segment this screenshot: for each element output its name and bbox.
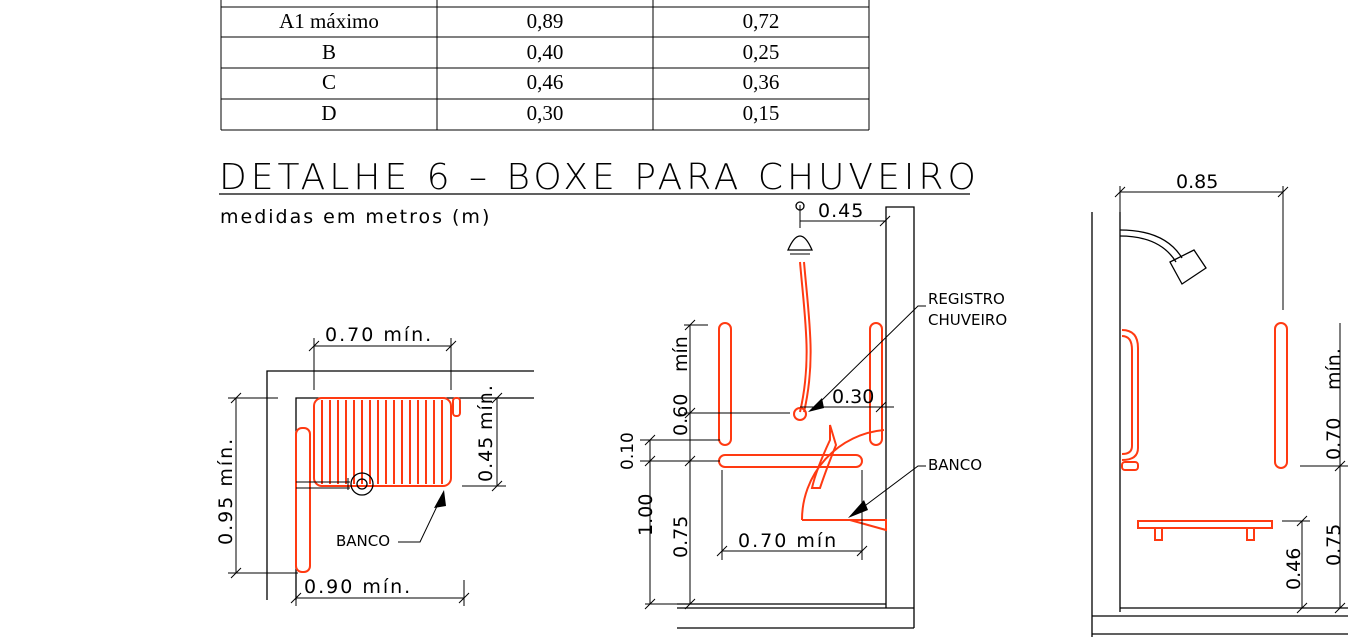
leader-arrow [848,500,868,518]
dim-label: 0.90 mín. [304,576,412,598]
table-cell-value: 0,72 [743,9,780,33]
dim-label: 1.00 [635,494,657,536]
dim-label: mín. [1323,348,1345,390]
dim-label: 0.95 mín. [215,437,237,545]
detail-title: DETALHE 6 – BOXE PARA CHUVEIRO [219,157,980,198]
table-cell-label: C [322,70,336,94]
dim-label: 0.30 [832,386,874,408]
front-elevation: 0.85 0.70 mín. 0.75 0.46 [1091,171,1348,637]
table-cell-value: 0,25 [743,40,780,64]
bench-front [1137,520,1273,529]
dim-label: mín [670,336,692,372]
grab-bar-horizontal [718,454,863,468]
dim-label: 0.75 [1323,524,1345,566]
detail-subtitle: medidas em metros (m) [220,206,491,228]
dim-label: 0.70 mín. [325,324,433,346]
label-registro: REGISTRO [928,290,1005,308]
side-elevation: 0.60 mín 0.10 1.00 0.75 0.70 mín 0.45 0.… [618,200,1007,629]
dim-label: 0.46 [1283,548,1305,590]
table-cell-label: A1 máximo [279,9,379,33]
bench-plan [313,397,452,487]
table-cell-label: D [321,101,336,125]
grab-bar-plan [295,427,311,573]
label-banco: BANCO [336,532,390,550]
dim-label: 0.75 [670,516,692,558]
grab-bar-vertical [869,322,883,446]
leader-arrow [434,490,446,508]
label-chuveiro: CHUVEIRO [928,311,1007,329]
leader-arrow [808,398,824,412]
dim-label: 0.45 [475,436,497,482]
grab-bar-vertical [1121,329,1139,461]
dim-label: 0.70 [1323,418,1345,460]
table-cell-value: 0,15 [743,101,780,125]
plan-view: 0.70 mín. 0.95 mín. 0.45 mín. 0.90 mín. … [215,324,534,606]
table-cell-value: 0,36 [743,70,780,94]
grab-bar-vertical [1274,322,1288,469]
shower-head-icon [787,235,813,251]
dimension-table: A1 máximo 0,89 0,72 B 0,40 0,25 C 0,46 0… [220,0,870,131]
table-cell-value: 0,40 [527,40,564,64]
grab-bar-vertical [718,322,732,446]
bench-swing-arc [800,429,885,521]
shower-head-icon [1169,249,1207,285]
dim-label: 0.10 [618,432,638,470]
dim-label: 0.60 [670,394,692,436]
dim-label: mín. [475,384,497,430]
label-banco: BANCO [928,456,982,474]
table-cell-value: 0,46 [527,70,564,94]
dim-label: 0.45 [818,200,864,222]
table-cell-value: 0,89 [527,9,564,33]
dim-label: 0.70 mín [738,530,838,552]
valve-icon [793,407,807,421]
shower-head-plan [350,472,374,496]
dim-label: 0.85 [1176,171,1218,193]
table-cell-label: B [322,40,336,64]
table-cell-value: 0,30 [527,101,564,125]
